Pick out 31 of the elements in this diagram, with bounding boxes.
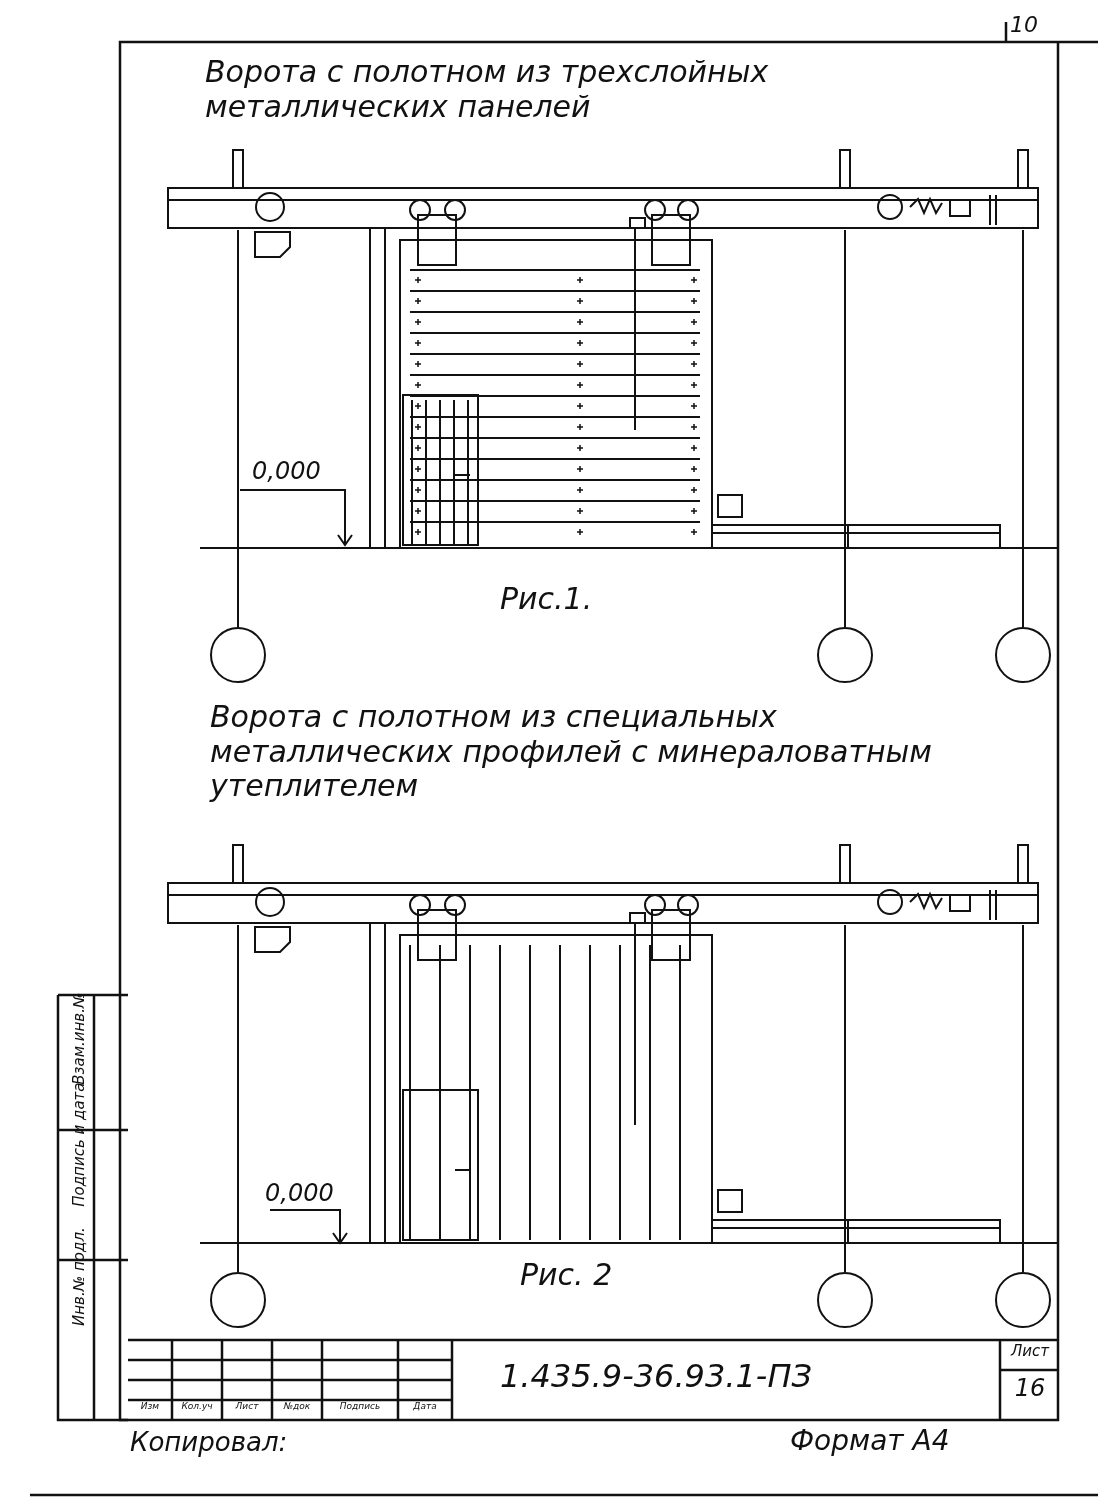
format-note: Формат А4 (790, 1425, 951, 1458)
elevation-mark: 0,000 (265, 1180, 335, 1208)
figure-caption: Рис. 2 (520, 1258, 614, 1293)
reference-circle (995, 627, 1051, 683)
leader-line (844, 924, 846, 1273)
sheet-number: 16 (1013, 1375, 1047, 1403)
leader-line (1022, 924, 1024, 1273)
document-code: 1.435.9-36.93.1-ПЗ (500, 1358, 813, 1395)
leader-line (237, 924, 239, 1273)
reference-circle (995, 1272, 1051, 1328)
stamp-field-label: Инв.№ подл. (71, 1226, 89, 1328)
reference-circle (817, 1272, 873, 1328)
column-header: Подпись (338, 1401, 382, 1412)
leader-line (1022, 229, 1024, 628)
figure-caption: Рис.1. (500, 582, 594, 617)
page-number: 10 (1010, 12, 1039, 38)
reference-circle (210, 627, 266, 683)
copied-by-note: Копировал: (130, 1428, 289, 1458)
elevation-mark: 0,000 (252, 458, 322, 486)
column-header: №док (282, 1401, 312, 1412)
drawing-title: Ворота с полотном из специальных металлических профилей с минераловатным утеплителем (210, 700, 933, 804)
column-header: Лист (234, 1401, 260, 1412)
sheet-label: Лист (1009, 1343, 1051, 1361)
column-header: Кол.уч (180, 1401, 214, 1412)
leader-line (844, 229, 846, 628)
drawing-title: Ворота с полотном из трехслойных металлических панелей (205, 55, 770, 124)
column-header: Изм (139, 1401, 161, 1412)
leader-line (237, 229, 239, 628)
reference-circle (210, 1272, 266, 1328)
reference-circle (817, 627, 873, 683)
column-header: Дата (412, 1401, 438, 1412)
